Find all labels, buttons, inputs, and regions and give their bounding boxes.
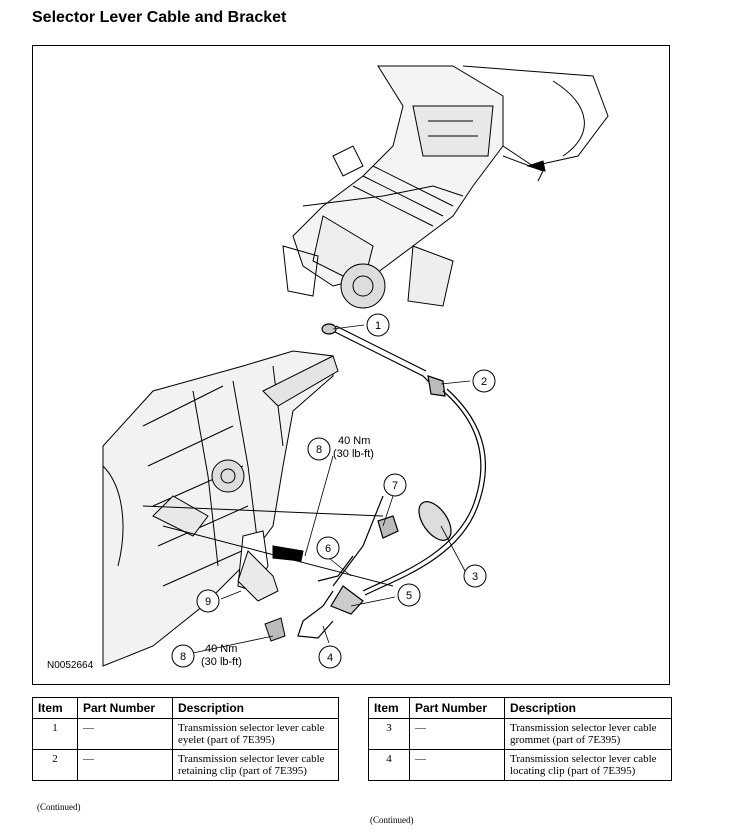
exploded-view-figure: 1 2 3 4 5 6 7 8 40 Nm (30 l <box>32 45 670 685</box>
svg-text:1: 1 <box>375 320 381 332</box>
svg-text:6: 6 <box>325 543 331 555</box>
callout-6: 6 <box>316 536 340 560</box>
torque-spec-metric: 40 Nm <box>338 435 370 447</box>
svg-text:8: 8 <box>316 444 322 456</box>
page-title: Selector Lever Cable and Bracket <box>32 9 287 26</box>
torque-spec-imperial: (30 lb-ft) <box>333 448 374 460</box>
callout-3: 3 <box>463 564 487 588</box>
callout-7: 7 <box>383 473 407 497</box>
part-number-cell: — <box>77 749 173 781</box>
item-cell: 3 <box>368 718 410 750</box>
continued-label: (Continued) <box>37 802 81 812</box>
callout-9: 9 <box>196 589 220 613</box>
callout-8-lower: 8 40 Nm (30 lb-ft) <box>171 643 242 668</box>
parts-table-right: Item Part Number Description 3 — Transmi… <box>368 697 672 781</box>
item-cell: 2 <box>32 749 78 781</box>
callout-8-upper: 8 40 Nm (30 lb-ft) <box>307 435 374 461</box>
figure-id: N0052664 <box>47 660 94 671</box>
table-row: 2 — Transmission selector lever cable re… <box>32 749 339 781</box>
callout-4: 4 <box>318 645 342 669</box>
item-cell: 1 <box>32 718 78 750</box>
selector-lever-illustration: 1 2 3 4 5 6 7 8 40 Nm (30 l <box>102 65 609 669</box>
svg-text:7: 7 <box>392 480 398 492</box>
column-header-part-number: Part Number <box>409 697 505 719</box>
svg-text:5: 5 <box>406 590 412 602</box>
parts-table-left: Item Part Number Description 1 — Transmi… <box>32 697 339 781</box>
callout-1: 1 <box>366 313 390 337</box>
torque-spec-metric: 40 Nm <box>205 643 237 655</box>
description-cell: Transmission selector lever cable gromme… <box>504 718 672 750</box>
svg-text:4: 4 <box>327 652 333 664</box>
svg-text:3: 3 <box>472 571 478 583</box>
svg-text:8: 8 <box>180 651 186 663</box>
table-header-row: Item Part Number Description <box>32 697 339 719</box>
svg-text:2: 2 <box>481 376 487 388</box>
column-header-description: Description <box>504 697 672 719</box>
table-row: 4 — Transmission selector lever cable lo… <box>368 749 672 781</box>
table-row: 1 — Transmission selector lever cable ey… <box>32 718 339 750</box>
column-header-part-number: Part Number <box>77 697 173 719</box>
callout-2: 2 <box>472 369 496 393</box>
torque-spec-imperial: (30 lb-ft) <box>201 656 242 668</box>
transmission-drawing <box>102 350 394 667</box>
part-number-cell: — <box>409 749 505 781</box>
part-number-cell: — <box>409 718 505 750</box>
table-header-row: Item Part Number Description <box>368 697 672 719</box>
steering-column-drawing <box>282 65 609 309</box>
description-cell: Transmission selector lever cable locati… <box>504 749 672 781</box>
continued-label: (Continued) <box>370 815 414 825</box>
description-cell: Transmission selector lever cable retain… <box>172 749 339 781</box>
description-cell: Transmission selector lever cable eyelet… <box>172 718 339 750</box>
svg-text:9: 9 <box>205 596 211 608</box>
column-header-description: Description <box>172 697 339 719</box>
column-header-item: Item <box>368 697 410 719</box>
column-header-item: Item <box>32 697 78 719</box>
part-number-cell: — <box>77 718 173 750</box>
callout-5: 5 <box>397 583 421 607</box>
leader-lines <box>192 324 471 654</box>
item-cell: 4 <box>368 749 410 781</box>
table-row: 3 — Transmission selector lever cable gr… <box>368 718 672 750</box>
